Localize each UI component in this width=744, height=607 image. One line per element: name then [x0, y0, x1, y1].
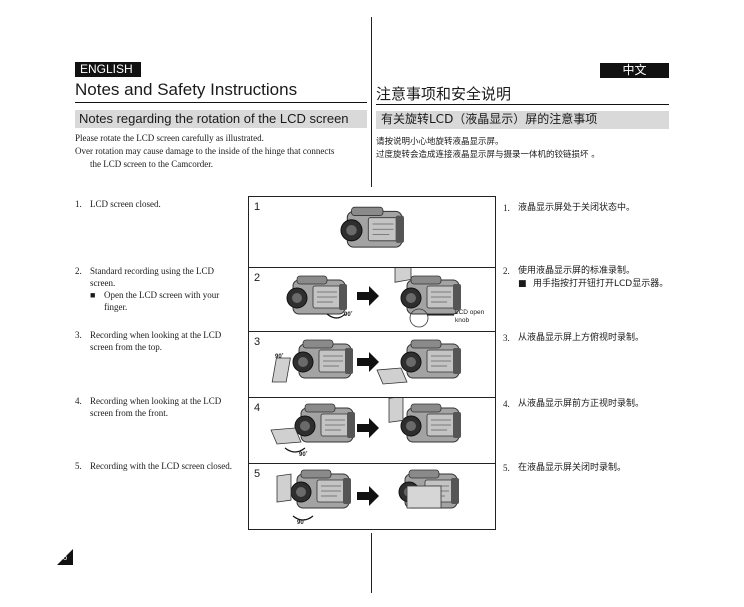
page-number: 6: [62, 553, 68, 562]
intro-line: Over rotation may cause damage to the in…: [75, 146, 335, 156]
title-rule-chinese: [376, 104, 669, 105]
page-title-chinese: 注意事项和安全说明: [376, 85, 512, 103]
step-chinese-4: 4. 从液晶显示屏前方正视时录制。: [503, 398, 673, 411]
step-number: 5.: [503, 463, 510, 473]
step-english-4: 4. Recording when looking at the LCD scr…: [75, 395, 240, 419]
intro-line: 请按说明小心地旋转液晶显示屏。: [376, 137, 504, 147]
figure-panel-4: 4 90˚: [249, 397, 495, 463]
angle-label: 90˚: [299, 452, 308, 458]
step-text: Recording with the LCD screen closed.: [90, 461, 232, 471]
step-sub-bullet: ■ Open the LCD screen with your finger.: [90, 289, 240, 313]
page-number-badge: 6: [57, 543, 79, 565]
step-chinese-5: 5. 在液晶显示屏关闭时录制。: [503, 462, 673, 475]
panel-number: 1: [254, 201, 261, 213]
angle-label: 90˚: [275, 354, 284, 360]
step-text: 从液晶显示屏上方俯视时录制。: [518, 333, 645, 343]
step-number: 4.: [75, 396, 82, 406]
section-heading-english: Notes regarding the rotation of the LCD …: [75, 110, 367, 128]
page-corner-triangle-icon: [57, 549, 73, 565]
step-number: 2.: [503, 266, 510, 276]
column-divider-bottom: [371, 533, 372, 593]
camcorder-front-view-illustration: [270, 398, 462, 453]
step-text: Recording when looking at the LCD screen…: [90, 396, 222, 418]
step-sub-bullet: ■ 用手指按打开钮打开LCD显示器。: [518, 278, 673, 291]
intro-line: Please rotate the LCD screen carefully a…: [75, 133, 264, 143]
figure-panel-3: 3 90˚: [249, 331, 495, 397]
language-tab-chinese: 中文: [600, 63, 669, 78]
step-text: 从液晶显示屏前方正视时录制。: [518, 399, 645, 409]
step-english-2: 2. Standard recording using the LCD scre…: [75, 265, 240, 313]
step-sub-text: Open the LCD screen with your finger.: [104, 290, 220, 312]
step-text: Recording when looking at the LCD screen…: [90, 330, 222, 352]
step-number: 3.: [503, 333, 510, 343]
lcd-rotation-figure: 1 2 90˚ LCD open knob 3 90˚: [248, 196, 496, 530]
bullet-square-icon: ■: [518, 279, 527, 289]
step-chinese-1: 1. 液晶显示屏处于关闭状态中。: [503, 202, 673, 215]
language-tab-english: ENGLISH: [75, 62, 141, 77]
step-chinese-2: 2. 使用液晶显示屏的标准录制。 ■ 用手指按打开钮打开LCD显示器。: [503, 265, 673, 291]
step-number: 2.: [75, 266, 82, 276]
step-english-3: 3. Recording when looking at the LCD scr…: [75, 329, 240, 353]
figure-panel-1: 1: [249, 197, 495, 267]
step-text: 液晶显示屏处于关闭状态中。: [518, 203, 636, 213]
panel-number: 3: [254, 336, 261, 348]
camcorder-closed-illustration: [340, 206, 405, 248]
camcorder-open-illustration: [286, 268, 462, 328]
figure-panel-5: 5 90˚: [249, 463, 495, 529]
camcorder-lcd-closed-illustration: [276, 469, 460, 521]
step-english-1: 1. LCD screen closed.: [75, 198, 240, 210]
panel-number: 2: [254, 272, 261, 284]
step-chinese-3: 3. 从液晶显示屏上方俯视时录制。: [503, 332, 673, 345]
step-text: Standard recording using the LCD screen.: [90, 266, 214, 288]
step-number: 4.: [503, 399, 510, 409]
step-text: 在液晶显示屏关闭时录制。: [518, 463, 627, 473]
step-number: 1.: [75, 199, 82, 209]
intro-chinese: 请按说明小心地旋转液晶显示屏。 过度旋转会造成连接液晶显示屏与摄录一体机的铰链损…: [376, 136, 669, 162]
bullet-square-icon: ■: [90, 290, 96, 300]
intro-line: 过度旋转会造成连接液晶显示屏与摄录一体机的铰链损坏 。: [376, 150, 600, 160]
camcorder-top-view-illustration: [271, 339, 462, 385]
intro-english: Please rotate the LCD screen carefully a…: [75, 132, 367, 171]
lcd-open-knob-label: LCD open knob: [455, 309, 485, 324]
step-text: LCD screen closed.: [90, 199, 161, 209]
angle-label: 90˚: [344, 312, 353, 318]
page-title-english: Notes and Safety Instructions: [75, 80, 298, 99]
figure-panel-2: 2 90˚: [249, 267, 495, 331]
step-sub-text: 用手指按打开钮打开LCD显示器。: [533, 279, 669, 289]
panel-number: 4: [254, 402, 261, 414]
intro-line: the LCD screen to the Camcorder.: [90, 159, 213, 169]
step-number: 3.: [75, 330, 82, 340]
title-rule-english: [75, 102, 367, 103]
step-number: 5.: [75, 461, 82, 471]
step-text: 使用液晶显示屏的标准录制。: [518, 266, 636, 276]
step-english-5: 5. Recording with the LCD screen closed.: [75, 460, 250, 472]
step-number: 1.: [503, 203, 510, 213]
column-divider-top: [371, 17, 372, 187]
section-heading-chinese: 有关旋转LCD（液晶显示）屏的注意事项: [376, 111, 669, 129]
angle-label: 90˚: [297, 520, 306, 526]
panel-number: 5: [254, 468, 261, 480]
